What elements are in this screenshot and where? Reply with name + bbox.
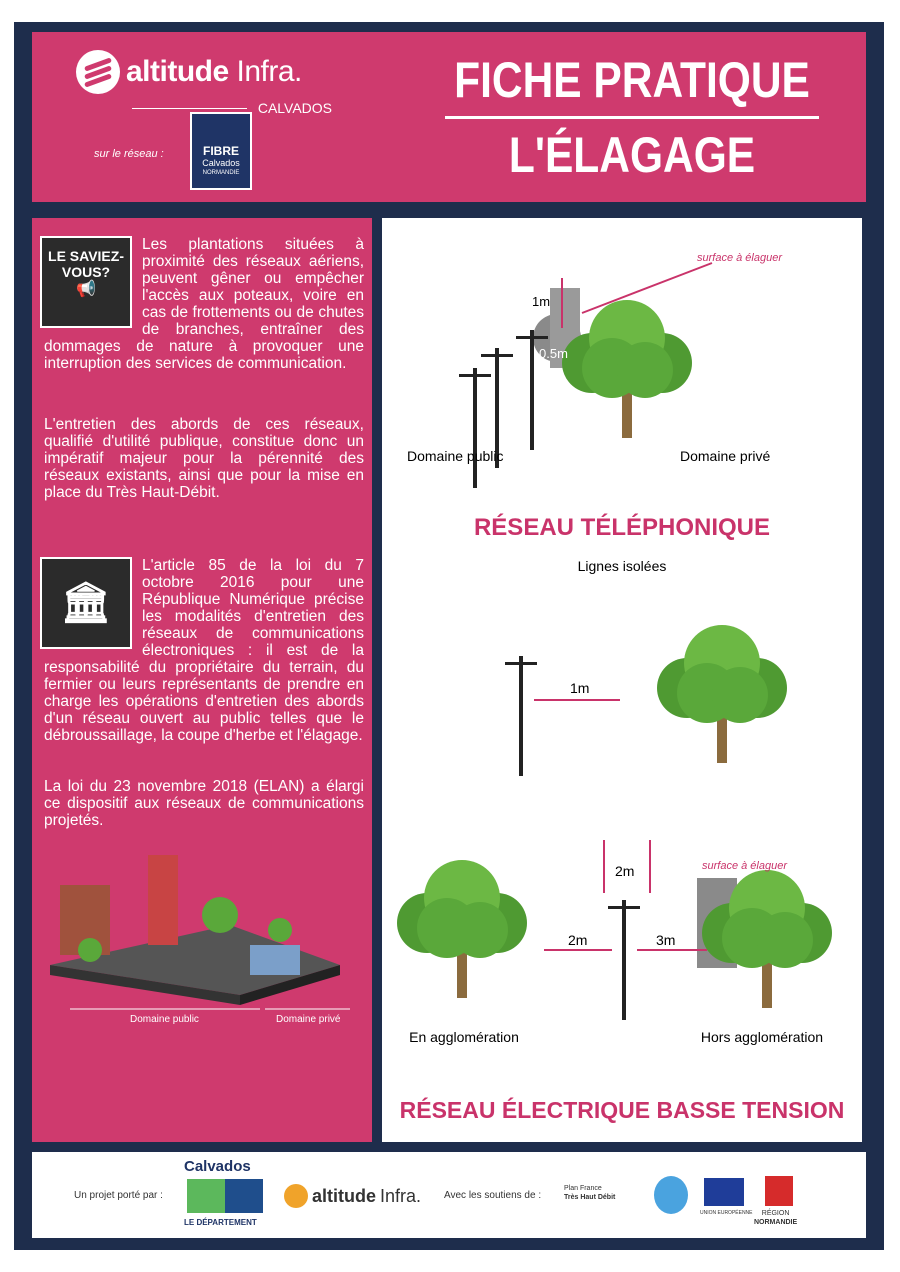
elec-title: RÉSEAU ÉLECTRIQUE BASSE TENSION [400, 1096, 845, 1123]
calvados-logo-icon [187, 1179, 263, 1213]
tel-title: RÉSEAU TÉLÉPHONIQUE [474, 513, 770, 541]
dist-top: 2m [615, 863, 634, 879]
dist-right: 3m [656, 932, 675, 948]
pole-icon [505, 656, 537, 776]
illus-public-label: Domaine public [130, 1014, 199, 1025]
network-label: sur le réseau : [94, 148, 164, 160]
dist-1m: 1m [532, 294, 550, 309]
departement-label: LE DÉPARTEMENT [184, 1218, 257, 1227]
eu-label: UNION EUROPÉENNE [700, 1210, 753, 1216]
title-line1: FICHE PRATIQUE [454, 52, 810, 108]
private-label: Domaine privé [680, 448, 770, 464]
iso-title: Lignes isolées [578, 558, 667, 574]
paragraph-1: Les plantations situées à proximité des … [44, 236, 364, 372]
altitude-logo: altitude Infra. [76, 50, 302, 94]
brand-name: altitude [126, 55, 229, 88]
surface-label-2: surface à élaguer [702, 860, 788, 872]
footer: Un projet porté par : Calvados LE DÉPART… [32, 1152, 866, 1238]
public-label: Domaine public [407, 448, 504, 464]
title-line2: L'ÉLAGAGE [508, 127, 756, 183]
diagrams-panel: surface à élaguer 1m 0.5m Domaine public… [382, 218, 862, 1142]
urban-label: En agglomération [409, 1029, 519, 1045]
megaphone-icon: 📢 [76, 281, 96, 298]
tree-icon [397, 860, 527, 998]
iso-distance: 1m [570, 680, 589, 696]
dist-05m: 0.5m [539, 346, 568, 361]
altitude-logo-icon [76, 50, 120, 94]
calvados-logo: Calvados [184, 1158, 251, 1175]
brand-suffix: Infra. [236, 55, 303, 88]
marianne-logo [654, 1176, 688, 1214]
dist-left: 2m [568, 932, 587, 948]
courthouse-icon: 🏛 [40, 557, 132, 649]
paragraph-2: L'entretien des abords de ces réseaux, q… [44, 416, 364, 501]
rural-label: Hors agglomération [701, 1029, 823, 1045]
support-label: Avec les soutiens de : [444, 1190, 542, 1201]
paragraph-3: L'article 85 de la loi du 7 octobre 2016… [44, 557, 364, 744]
info-panel: LE SAVIEZ-VOUS?📢 Les plantations situées… [32, 218, 372, 1142]
surface-label-1: surface à élaguer [697, 252, 783, 264]
header: altitude Infra. CALVADOS sur le réseau :… [32, 32, 866, 202]
diagrams: surface à élaguer 1m 0.5m Domaine public… [397, 252, 845, 1123]
eu-flag-icon [704, 1178, 744, 1206]
tree-icon [657, 625, 787, 763]
brand-sub: CALVADOS [132, 100, 332, 116]
tree-icon [562, 300, 692, 438]
normandie-flag-icon [765, 1176, 793, 1206]
pole-icon [608, 900, 640, 1020]
pole-icon [459, 368, 491, 488]
illus-private-label: Domaine privé [276, 1014, 341, 1025]
city-illustration: Domaine public Domaine privé [50, 855, 350, 1025]
carried-by-label: Un projet porté par : [74, 1190, 163, 1201]
altitude-icon [284, 1184, 308, 1208]
did-you-know-box: LE SAVIEZ-VOUS?📢 [40, 236, 132, 328]
paragraph-4: La loi du 23 novembre 2018 (ELAN) a élar… [44, 778, 364, 829]
page-title: FICHE PRATIQUE L'ÉLAGAGE [445, 50, 819, 185]
